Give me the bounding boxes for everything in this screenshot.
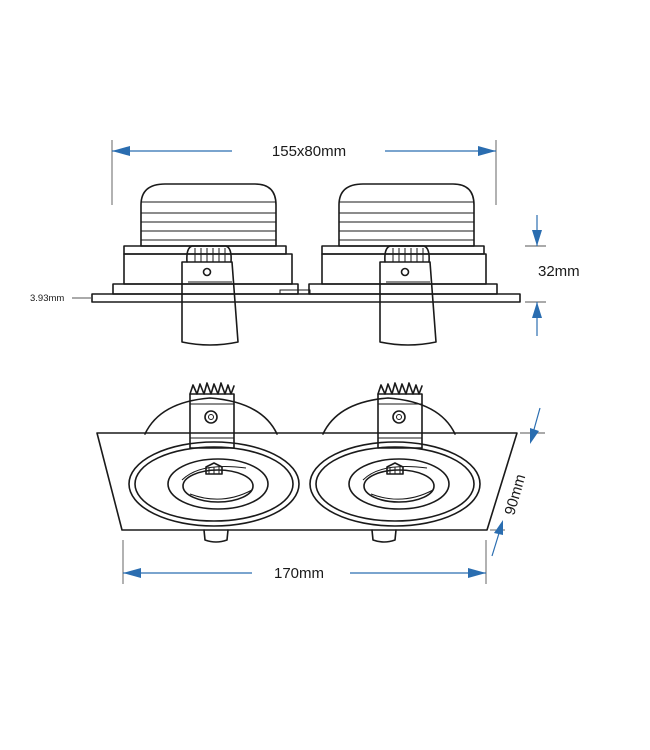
- right-spring-clip: [379, 245, 437, 346]
- side-view: 155x80mm: [30, 140, 580, 346]
- flange-plate: [91, 293, 521, 303]
- perspective-view: 170mm 90mm: [96, 382, 545, 584]
- width-label-top: 155x80mm: [272, 143, 346, 160]
- flange-thickness-label: 3.93mm: [30, 293, 64, 304]
- depth-dimension: [490, 407, 545, 557]
- left-bottom-tab: [203, 529, 229, 543]
- left-housing: [112, 183, 299, 295]
- left-light-ring: [128, 441, 300, 527]
- right-rear-dome: [322, 397, 456, 435]
- depth-label: 90mm: [502, 472, 530, 517]
- height-dimension: [525, 215, 546, 336]
- right-housing: [308, 183, 498, 295]
- right-top-clip: [377, 382, 423, 449]
- trim-frame: [96, 432, 518, 531]
- left-spring-clip: [181, 245, 239, 346]
- width-dimension-bottom: [123, 568, 486, 578]
- width-dimension-top: [112, 146, 496, 156]
- width-label-bottom: 170mm: [274, 565, 324, 582]
- left-top-clip: [189, 382, 235, 449]
- right-light-ring: [309, 441, 481, 527]
- left-rear-dome: [144, 397, 278, 435]
- height-label: 32mm: [538, 263, 580, 280]
- right-bottom-tab: [371, 529, 397, 543]
